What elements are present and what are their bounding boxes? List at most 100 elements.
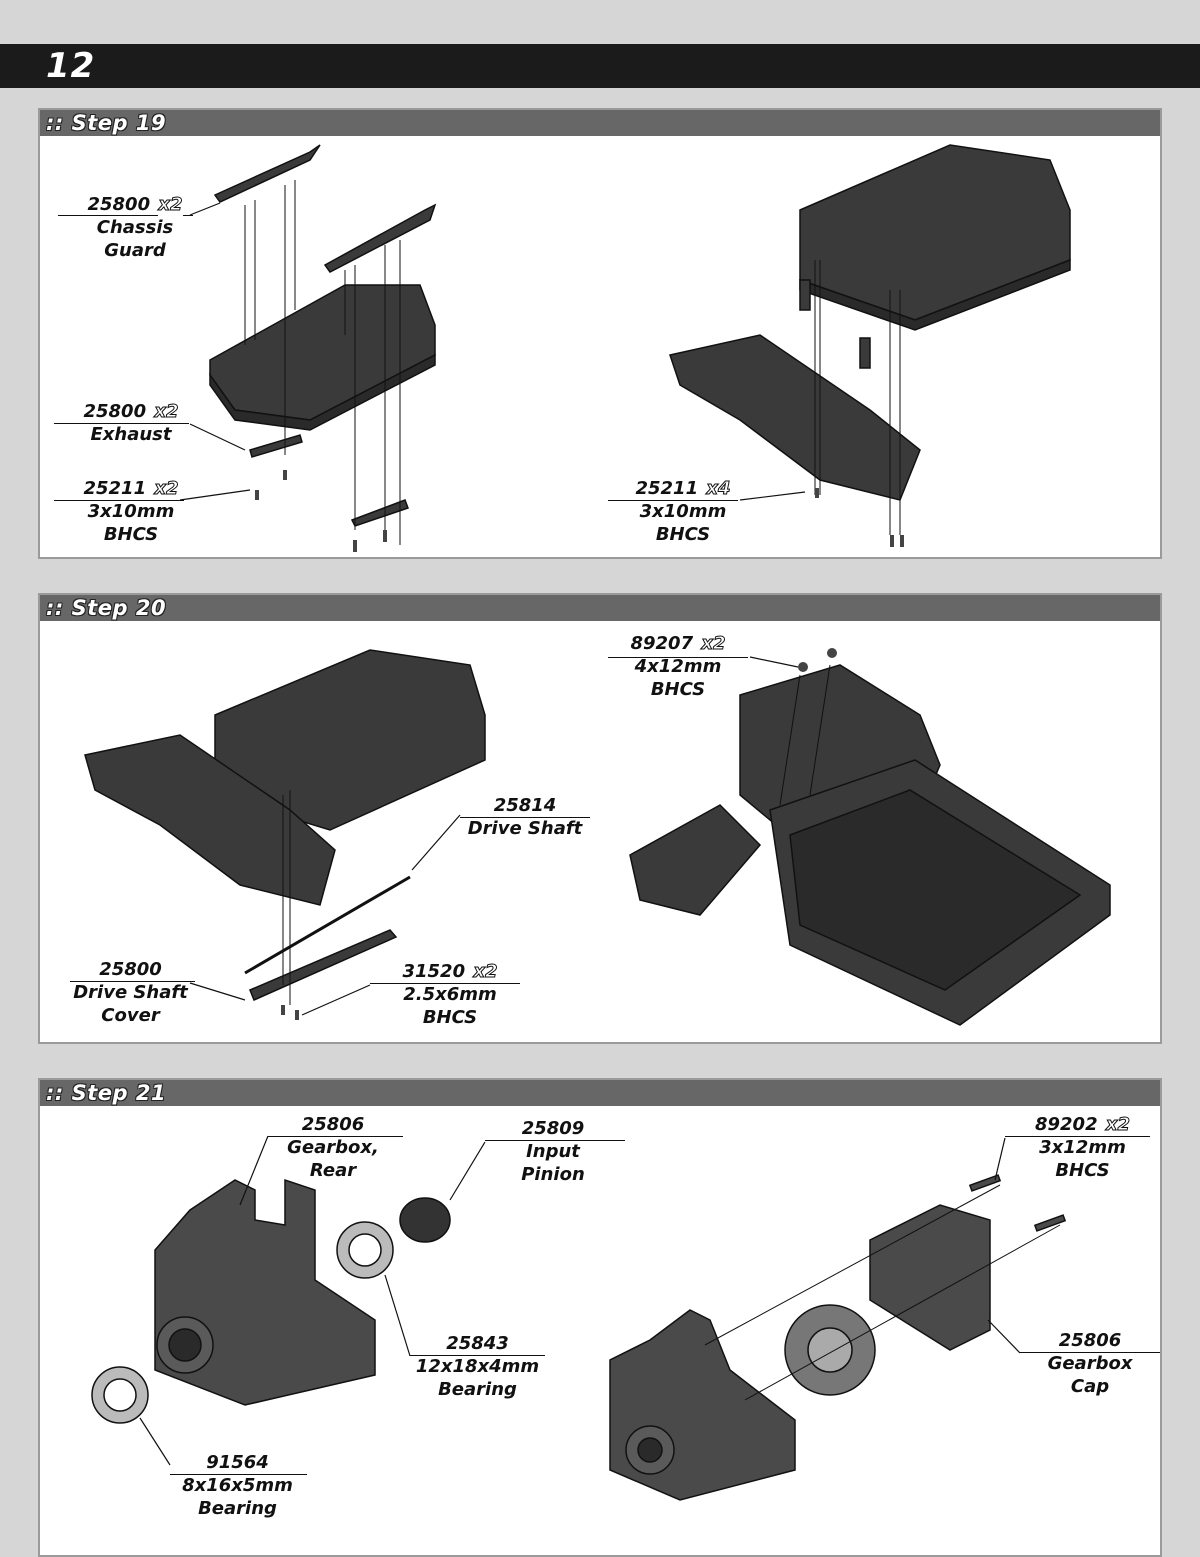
leader-line <box>994 1137 1006 1181</box>
label-rule <box>268 1136 403 1137</box>
label-rule <box>54 500 184 501</box>
part-label-input-pinion: 25809 Input Pinion <box>488 1117 618 1186</box>
part-number: 25800 <box>87 194 151 215</box>
part-label-12x18x4mm-bearing: 25843 12x18x4mm Bearing <box>410 1332 545 1401</box>
part-label-3x10mm-bhcs-x4: 25211 x4 3x10mm BHCS <box>618 477 748 546</box>
step-19-illustration <box>179 144 1071 552</box>
part-number: 91564 <box>206 1452 269 1473</box>
step-header: :: Step 19 <box>40 110 1160 136</box>
part-name-line-1: Chassis <box>96 217 174 238</box>
step-21-illustration <box>91 1135 1067 1501</box>
leader-line <box>987 1319 1021 1354</box>
leader-line <box>739 491 806 501</box>
gearbox-cap <box>869 1204 991 1351</box>
chassis-guard-part-2 <box>323 203 437 273</box>
part-number: 25809 <box>521 1118 585 1139</box>
label-rule <box>608 500 738 501</box>
part-name-line-1: Drive Shaft <box>73 982 188 1003</box>
part-name-line-2: BHCS <box>650 679 706 700</box>
part-number: 25800 <box>83 401 147 422</box>
leader-line <box>189 982 246 1001</box>
part-name-line-1: 12x18x4mm <box>415 1356 540 1377</box>
leader-line <box>189 202 221 216</box>
part-number: 25814 <box>493 795 557 816</box>
label-rule <box>170 1474 307 1475</box>
label-rule <box>485 1140 625 1141</box>
label-rule <box>1020 1352 1160 1353</box>
part-number: 25211 <box>83 478 147 499</box>
label-rule <box>608 657 748 658</box>
label-rule <box>54 423 189 424</box>
exhaust-part <box>249 434 303 458</box>
leader-line <box>449 1141 486 1201</box>
step-title: :: Step 19 <box>46 111 167 135</box>
chassis-guard-part <box>213 144 321 203</box>
label-rule <box>460 817 590 818</box>
drive-shaft <box>244 875 411 975</box>
leader-line <box>179 489 251 501</box>
part-label-drive-shaft-cover: 25800 Drive Shaft Cover <box>68 958 193 1027</box>
screw-3x12mm <box>968 1174 1002 1192</box>
step-title: :: Step 21 <box>46 1081 167 1105</box>
drive-shaft-cover <box>249 929 398 1002</box>
part-name-line-2: BHCS <box>655 524 711 545</box>
part-name-line-1: 3x10mm <box>639 501 727 522</box>
screw-3x12mm-2 <box>1033 1214 1067 1232</box>
part-name-line-2: Guard <box>104 240 166 261</box>
part-name-line-2: Cap <box>1070 1376 1110 1397</box>
step-21-panel: :: Step 21 <box>38 1078 1162 1557</box>
quantity-badge: x2 <box>701 632 726 655</box>
part-label-2-5x6mm-bhcs: 31520 x2 2.5x6mm BHCS <box>380 960 520 1029</box>
page-header-bar <box>0 44 1200 88</box>
step-20-illustration <box>84 648 1111 1026</box>
part-name-line-1: 4x12mm <box>634 656 722 677</box>
part-name-line-2: BHCS <box>103 524 159 545</box>
part-label-3x10mm-bhcs: 25211 x2 3x10mm BHCS <box>66 477 196 546</box>
part-number: 25806 <box>1058 1330 1122 1351</box>
part-number: 89202 <box>1034 1114 1098 1135</box>
step-title: :: Step 20 <box>46 596 167 620</box>
part-label-exhaust: 25800 x2 Exhaust <box>66 400 196 446</box>
part-name-line-2: BHCS <box>1055 1160 1110 1181</box>
part-name-line-1: Gearbox, <box>287 1137 379 1158</box>
label-rule <box>1005 1136 1150 1137</box>
part-name-line-1: Drive Shaft <box>467 818 583 839</box>
part-name-line-1: Input <box>526 1141 580 1162</box>
part-label-gearbox-cap: 25806 Gearbox Cap <box>1025 1329 1155 1398</box>
leader-line <box>239 1135 269 1206</box>
part-name-line-1: 3x10mm <box>87 501 175 522</box>
quantity-badge: x2 <box>1105 1113 1131 1136</box>
part-name-line-1: Gearbox <box>1047 1353 1133 1374</box>
part-number: 25800 <box>99 959 162 980</box>
part-number: 31520 <box>402 961 466 982</box>
part-name-line-2: Pinion <box>521 1164 585 1185</box>
part-name-line-1: 8x16x5mm <box>182 1475 293 1496</box>
step-header: :: Step 21 <box>40 1080 1160 1106</box>
front-suspension <box>84 734 336 906</box>
leader-line <box>749 656 799 668</box>
rear-suspension <box>629 804 762 916</box>
part-label-3x12mm-bhcs: 89202 x2 3x12mm BHCS <box>1015 1113 1150 1182</box>
quantity-badge: x2 <box>158 193 183 216</box>
leader-line <box>384 1274 411 1357</box>
part-label-chassis-guard: 25800 x2 Chassis Guard <box>70 193 200 262</box>
page-number: 12 <box>46 46 96 86</box>
leader-line <box>189 423 246 451</box>
quantity-badge: x2 <box>154 477 179 500</box>
step-header: :: Step 20 <box>40 595 1160 621</box>
part-number: 25211 <box>635 478 699 499</box>
leader-line <box>411 814 461 871</box>
part-label-8x16x5mm-bearing: 91564 8x16x5mm Bearing <box>170 1451 305 1520</box>
part-number: 25806 <box>301 1114 365 1135</box>
label-rule <box>370 983 520 984</box>
part-name-line-1: 2.5x6mm <box>403 984 497 1005</box>
part-label-drive-shaft: 25814 Drive Shaft <box>460 794 590 840</box>
part-name-line-1: Exhaust <box>90 424 172 445</box>
step-20-panel: :: Step 20 <box>38 593 1162 1044</box>
part-name-line-2: Bearing <box>438 1379 517 1400</box>
part-name-line-1: 3x12mm <box>1039 1137 1126 1158</box>
label-rule <box>410 1355 545 1356</box>
part-label-gearbox-rear: 25806 Gearbox, Rear <box>268 1113 398 1182</box>
part-label-4x12mm-bhcs: 89207 x2 4x12mm BHCS <box>608 632 748 701</box>
quantity-badge: x2 <box>154 400 179 423</box>
